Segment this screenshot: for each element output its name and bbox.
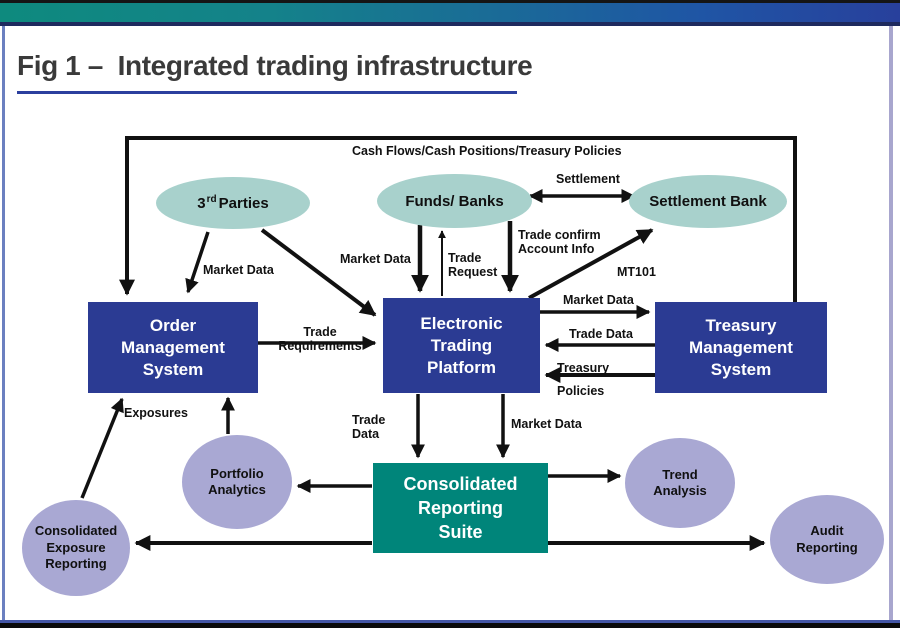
settlement-bank-ellipse: Settlement Bank: [629, 175, 787, 228]
arrow-3rd-parties-to-oms: [185, 231, 210, 294]
figure-title: Fig 1 – Integrated trading infrastructur…: [17, 50, 533, 81]
funds-banks-ellipse: Funds/ Banks: [377, 174, 532, 228]
order-management-system-label: Order Management System: [121, 315, 225, 379]
consolidated-exposure-circle: Consolidated Exposure Reporting: [22, 500, 130, 596]
edge-label-mt101: MT101: [617, 265, 656, 279]
title-underline: [17, 91, 517, 94]
electronic-trading-platform-label: Electronic Trading Platform: [420, 313, 503, 377]
portfolio-analytics-circle: Portfolio Analytics: [182, 435, 292, 529]
edge-label-cash-flows: Cash Flows/Cash Positions/Treasury Polic…: [352, 144, 622, 158]
edge-label-trade-requirements: Trade Requirements: [278, 325, 362, 353]
edge-label-trade-data-tms-to-etp: Trade Data: [569, 327, 633, 341]
consolidated-reporting-suite-box: Consolidated Reporting Suite: [373, 463, 548, 553]
edge-label-treasury-policies: Treasury Policies: [557, 361, 610, 398]
arrow-exposure-reporting-to-oms: [80, 397, 124, 499]
right-border-line: [889, 26, 893, 622]
bottom-border-line: [0, 620, 900, 623]
funds-banks-label: Funds/ Banks: [405, 192, 504, 210]
electronic-trading-platform-box: Electronic Trading Platform: [383, 298, 540, 393]
consolidated-reporting-suite-label: Consolidated Reporting Suite: [403, 474, 518, 542]
order-management-system-box: Order Management System: [88, 302, 258, 393]
top-gradient-bar: [0, 0, 900, 26]
edge-label-exposures: Exposures: [124, 406, 188, 420]
treasury-management-system-label: Treasury Management System: [689, 315, 793, 379]
edge-label-market-data-etp-to-crs: Market Data: [511, 417, 582, 431]
left-border-line: [2, 26, 5, 622]
edge-label-trade-request: Trade Request: [448, 251, 498, 279]
edge-label-trade-confirm: Trade confirm Account Info: [518, 228, 601, 256]
edge-label-settlement: Settlement: [556, 172, 620, 186]
edge-label-trade-data-etp-to-crs: Trade Data: [352, 413, 386, 441]
arrow-3rd-parties-to-etp: [260, 228, 377, 317]
trend-analysis-circle: Trend Analysis: [625, 438, 735, 528]
edge-label-market-data-3rd-to-oms: Market Data: [203, 263, 274, 277]
bottom-black-band: [0, 623, 900, 628]
audit-reporting-label: Audit Reporting: [796, 523, 858, 555]
portfolio-analytics-label: Portfolio Analytics: [208, 465, 266, 498]
treasury-management-system-box: Treasury Management System: [655, 302, 827, 393]
edge-label-market-data-etp-to-tms: Market Data: [563, 293, 634, 307]
consolidated-exposure-label: Consolidated Exposure Reporting: [34, 523, 118, 572]
trend-analysis-label: Trend Analysis: [653, 466, 707, 499]
settlement-bank-label: Settlement Bank: [649, 193, 767, 210]
edge-label-market-data-3rd-to-etp: Market Data: [340, 252, 411, 266]
audit-reporting-circle: Audit Reporting: [770, 495, 884, 584]
